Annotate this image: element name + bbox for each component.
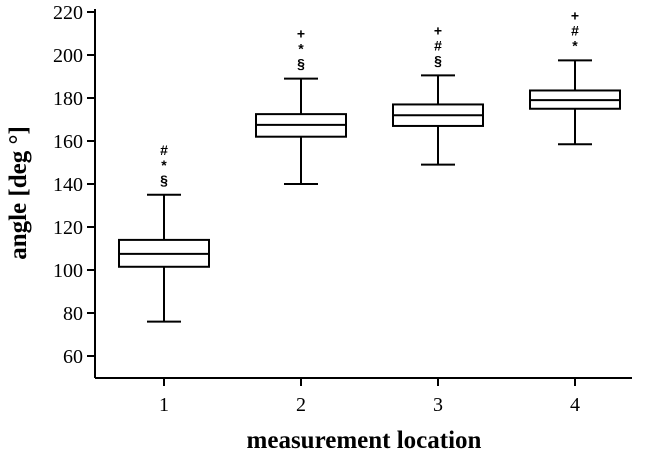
significance-marker: #	[434, 37, 442, 53]
axes	[94, 9, 632, 379]
x-axis-title: measurement location	[247, 427, 482, 454]
y-ticks: 60 80 100 120 140 160 180 200 220	[53, 2, 95, 368]
y-axis-title: angle [deg °]	[5, 126, 32, 260]
significance-marker: +	[297, 26, 305, 42]
significance-marker: +	[434, 22, 442, 38]
significance-marker: §	[434, 52, 442, 68]
y-tick-label: 160	[53, 131, 83, 153]
y-tick-label: 60	[63, 346, 83, 368]
y-tick-label: 100	[53, 260, 83, 282]
y-tick-label: 80	[63, 303, 83, 325]
x-tick-label: 3	[433, 394, 443, 416]
significance-marker: *	[572, 37, 578, 53]
significance-marker: #	[571, 22, 579, 38]
y-tick-label: 200	[53, 45, 83, 67]
significance-marker: §	[160, 172, 168, 188]
box-1: #*§	[118, 142, 210, 323]
x-tick-label: 2	[296, 394, 306, 416]
significance-marker: +	[571, 7, 579, 23]
y-tick-label: 140	[53, 174, 83, 196]
box-4: +#*	[529, 7, 621, 146]
y-tick-label: 120	[53, 217, 83, 239]
significance-marker: *	[298, 41, 304, 57]
x-tick-label: 1	[159, 394, 169, 416]
y-tick-label: 180	[53, 88, 83, 110]
box-3: +#§	[392, 22, 484, 166]
boxes: #*§+*§+#§+#*	[118, 7, 621, 323]
significance-marker: *	[161, 157, 167, 173]
significance-marker: #	[160, 142, 168, 158]
x-tick-label: 4	[570, 394, 580, 416]
significance-marker: §	[297, 56, 305, 72]
y-tick-label: 220	[53, 2, 83, 24]
box-2: +*§	[255, 26, 347, 185]
x-ticks: 1 2 3 4	[159, 378, 580, 416]
